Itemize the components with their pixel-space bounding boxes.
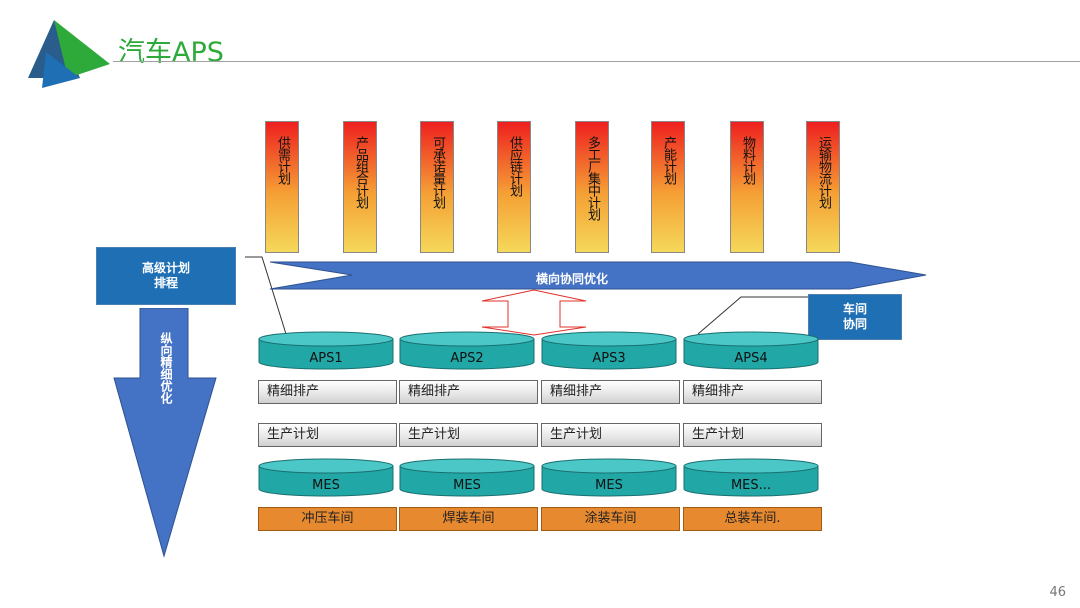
plan-pillar: 物料计划: [730, 121, 764, 253]
fine-schedule-cell: 精细排产: [541, 380, 680, 404]
advanced-planning-line1: 高级计划: [141, 261, 190, 275]
fine-schedule-cell: 精细排产: [683, 380, 822, 404]
page-title: 汽车APS: [118, 37, 224, 68]
vertical-arrow: [113, 308, 217, 558]
workshop-sync-box: 车间 协同: [808, 294, 902, 340]
mes-cylinder-label: MES...: [730, 478, 772, 493]
vertical-arrow-label: 纵向精细优化: [159, 332, 173, 404]
workshop-cell: 总装车间.: [683, 507, 822, 531]
horizontal-arrow-label: 横向协同优化: [535, 272, 608, 286]
plan-pillar-label: 运输物流计划: [816, 136, 831, 208]
workshop-sync-line2: 协同: [842, 317, 867, 331]
plan-pillar-label: 可承诺量计划: [430, 136, 445, 208]
fine-schedule-cell: 精细排产: [399, 380, 538, 404]
logo-icon: [28, 20, 110, 88]
workshop-sync-line1: 车间: [842, 302, 867, 316]
aps-cylinder: [541, 331, 677, 370]
aps-cylinder: [683, 331, 819, 370]
plan-pillar: 可承诺量计划: [420, 121, 454, 253]
plan-pillar-label: 物料计划: [740, 136, 755, 184]
aps-cylinder: [399, 331, 535, 370]
plan-pillar: 产能计划: [651, 121, 685, 253]
aps-cylinder: [258, 331, 394, 370]
plan-pillar-label: 供应链计划: [507, 136, 522, 196]
mes-cylinder: [541, 458, 677, 497]
production-plan-cell: 生产计划: [541, 423, 680, 447]
aps-cylinder-label: APS1: [309, 351, 343, 366]
plan-pillar: 多工厂集中计划: [575, 121, 609, 253]
plan-pillar-label: 产能计划: [661, 136, 676, 184]
plan-pillar-label: 供需计划: [275, 136, 290, 184]
mes-cylinder-label: MES: [453, 478, 481, 493]
plan-pillar: 供需计划: [265, 121, 299, 253]
workshop-cell: 冲压车间: [258, 507, 397, 531]
horizontal-arrow: [270, 261, 927, 290]
fine-schedule-cell: 精细排产: [258, 380, 397, 404]
mes-cylinder: [683, 458, 819, 497]
mes-cylinder: [258, 458, 394, 497]
mes-cylinder: [399, 458, 535, 497]
plan-pillar-label: 多工厂集中计划: [585, 136, 600, 220]
advanced-planning-box: 高级计划 排程: [96, 247, 236, 305]
sync-up-arrow-icon: [481, 289, 587, 336]
mes-cylinder-label: MES: [312, 478, 340, 493]
plan-pillar: 产品组合计划: [343, 121, 377, 253]
workshop-cell: 焊装车间: [399, 507, 538, 531]
plan-pillar: 运输物流计划: [806, 121, 840, 253]
mes-cylinder-label: MES: [595, 478, 623, 493]
plan-pillar: 供应链计划: [497, 121, 531, 253]
aps-cylinder-label: APS4: [734, 351, 768, 366]
production-plan-cell: 生产计划: [683, 423, 822, 447]
page-number: 46: [1049, 585, 1066, 600]
production-plan-cell: 生产计划: [399, 423, 538, 447]
header-divider: [113, 61, 1080, 62]
advanced-planning-line2: 排程: [153, 276, 178, 290]
plan-pillar-label: 产品组合计划: [353, 136, 368, 208]
aps-cylinder-label: APS2: [450, 351, 484, 366]
production-plan-cell: 生产计划: [258, 423, 397, 447]
aps-cylinder-label: APS3: [592, 351, 626, 366]
workshop-cell: 涂装车间: [541, 507, 680, 531]
